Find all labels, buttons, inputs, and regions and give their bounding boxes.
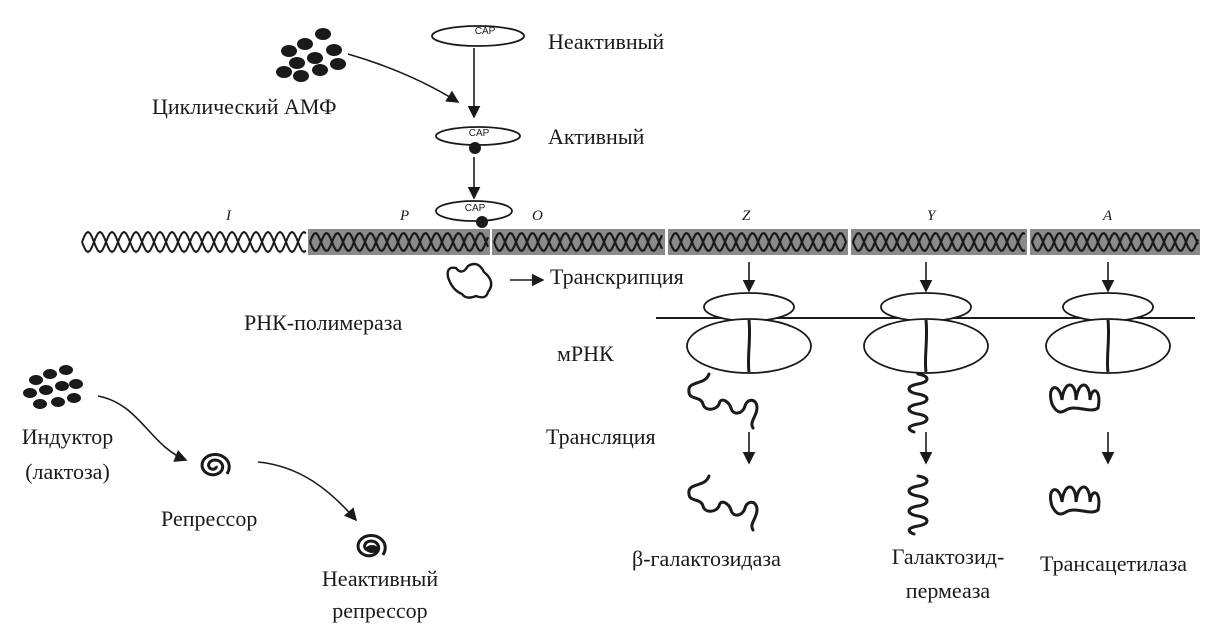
gene-letter-i: I [226,209,231,224]
gene-letter-z: Z [742,209,750,224]
enzyme-folded-beta-galactosidase-chain [689,476,757,530]
cap-bound-camp [469,142,481,154]
inducer-molecule-9 [51,397,65,407]
inactive-repressor-label-line2: репрессор [305,600,455,622]
enzyme-folded-beta-galactosidase [689,476,757,530]
inducer-molecule-3 [59,365,73,375]
inducer-label-line2: (лактоза) [5,461,130,483]
repressor-inactivation-arrow [258,462,356,520]
cap-label-inactive: CAP [448,27,522,37]
gene-letter-o: O [532,209,543,224]
inducer-label-line1: Индуктор [5,426,130,448]
ribosome-small-subunit-permease [881,293,971,321]
cap-bound-camp-dna [476,216,488,228]
translation-label: Трансляция [546,426,656,448]
polypeptide-nascent-transacetylase [1051,385,1099,412]
inducer-molecule-7 [69,379,83,389]
camp-molecule-3 [315,28,331,40]
rna-polymerase-label: РНК-полимераза [244,312,402,334]
inducer-molecule-8 [33,399,47,409]
cap-activation-pathway [276,26,543,298]
rna-polymerase-icon [448,264,492,298]
enzyme-folded-transacetylase [1051,487,1099,514]
camp-molecule-4 [289,57,305,69]
transacetylase-label: Трансацетилаза [1040,553,1187,575]
mrna-label: мРНК [557,343,614,365]
enzyme-folded-transacetylase-chain [1051,487,1099,514]
repressor-label: Репрессор [161,508,257,530]
dna-strand [82,229,1200,255]
camp-molecule-9 [312,64,328,76]
camp-molecule-1 [281,45,297,57]
cap-label-active: CAP [442,129,516,139]
permease-label-line2: пермеаза [873,580,1023,602]
inducer-molecule-1 [29,375,43,385]
inducer-molecule-5 [39,385,53,395]
inactive-repressor-label-line1: Неактивный [305,568,455,590]
nascent-peptide-transacetylase [1107,320,1108,372]
inducer-molecule-6 [55,381,69,391]
camp-label: Циклический АМФ [152,96,337,118]
polypeptide-nascent-beta-galactosidase [689,374,757,428]
ribosome-small-subunit-beta-galactosidase [704,293,794,321]
gene-letter-y: Y [927,209,935,224]
gene-letter-a: A [1103,209,1112,224]
inducer-molecule-10 [67,393,81,403]
inducer-molecule-4 [23,388,37,398]
active-cap-label: Активный [548,126,644,148]
camp-molecule-7 [276,66,292,78]
nascent-peptide-beta-galactosidase [748,320,749,372]
enzyme-folded-permease [909,476,927,534]
inactive-repressor-icon-inducer [366,545,378,553]
polypeptide-nascent-permease [909,374,927,432]
cap-label-bound: CAP [438,204,512,214]
repressor-icon [202,455,229,475]
camp-molecule-6 [326,44,342,56]
translation-units [656,262,1195,534]
camp-molecule-8 [293,70,309,82]
gene-letter-p: P [400,209,409,224]
camp-molecule-5 [307,52,323,64]
beta-galactosidase-label: β-галактозидаза [632,548,781,570]
camp-molecule-2 [297,38,313,50]
permease-label-line1: Галактозид- [873,546,1023,568]
polypeptide-nascent-transacetylase-chain [1051,385,1099,412]
camp-binding-arrow [348,54,458,102]
inducer-molecule-2 [43,369,57,379]
inactive-cap-label: Неактивный [548,31,664,53]
polypeptide-nascent-beta-galactosidase-chain [689,374,757,428]
transcription-label: Транскрипция [550,266,684,288]
enzyme-folded-permease-chain [909,476,927,534]
camp-molecule-10 [330,58,346,70]
polypeptide-nascent-permease-chain [909,374,927,432]
ribosome-small-subunit-transacetylase [1063,293,1153,321]
nascent-peptide-permease [925,320,926,372]
